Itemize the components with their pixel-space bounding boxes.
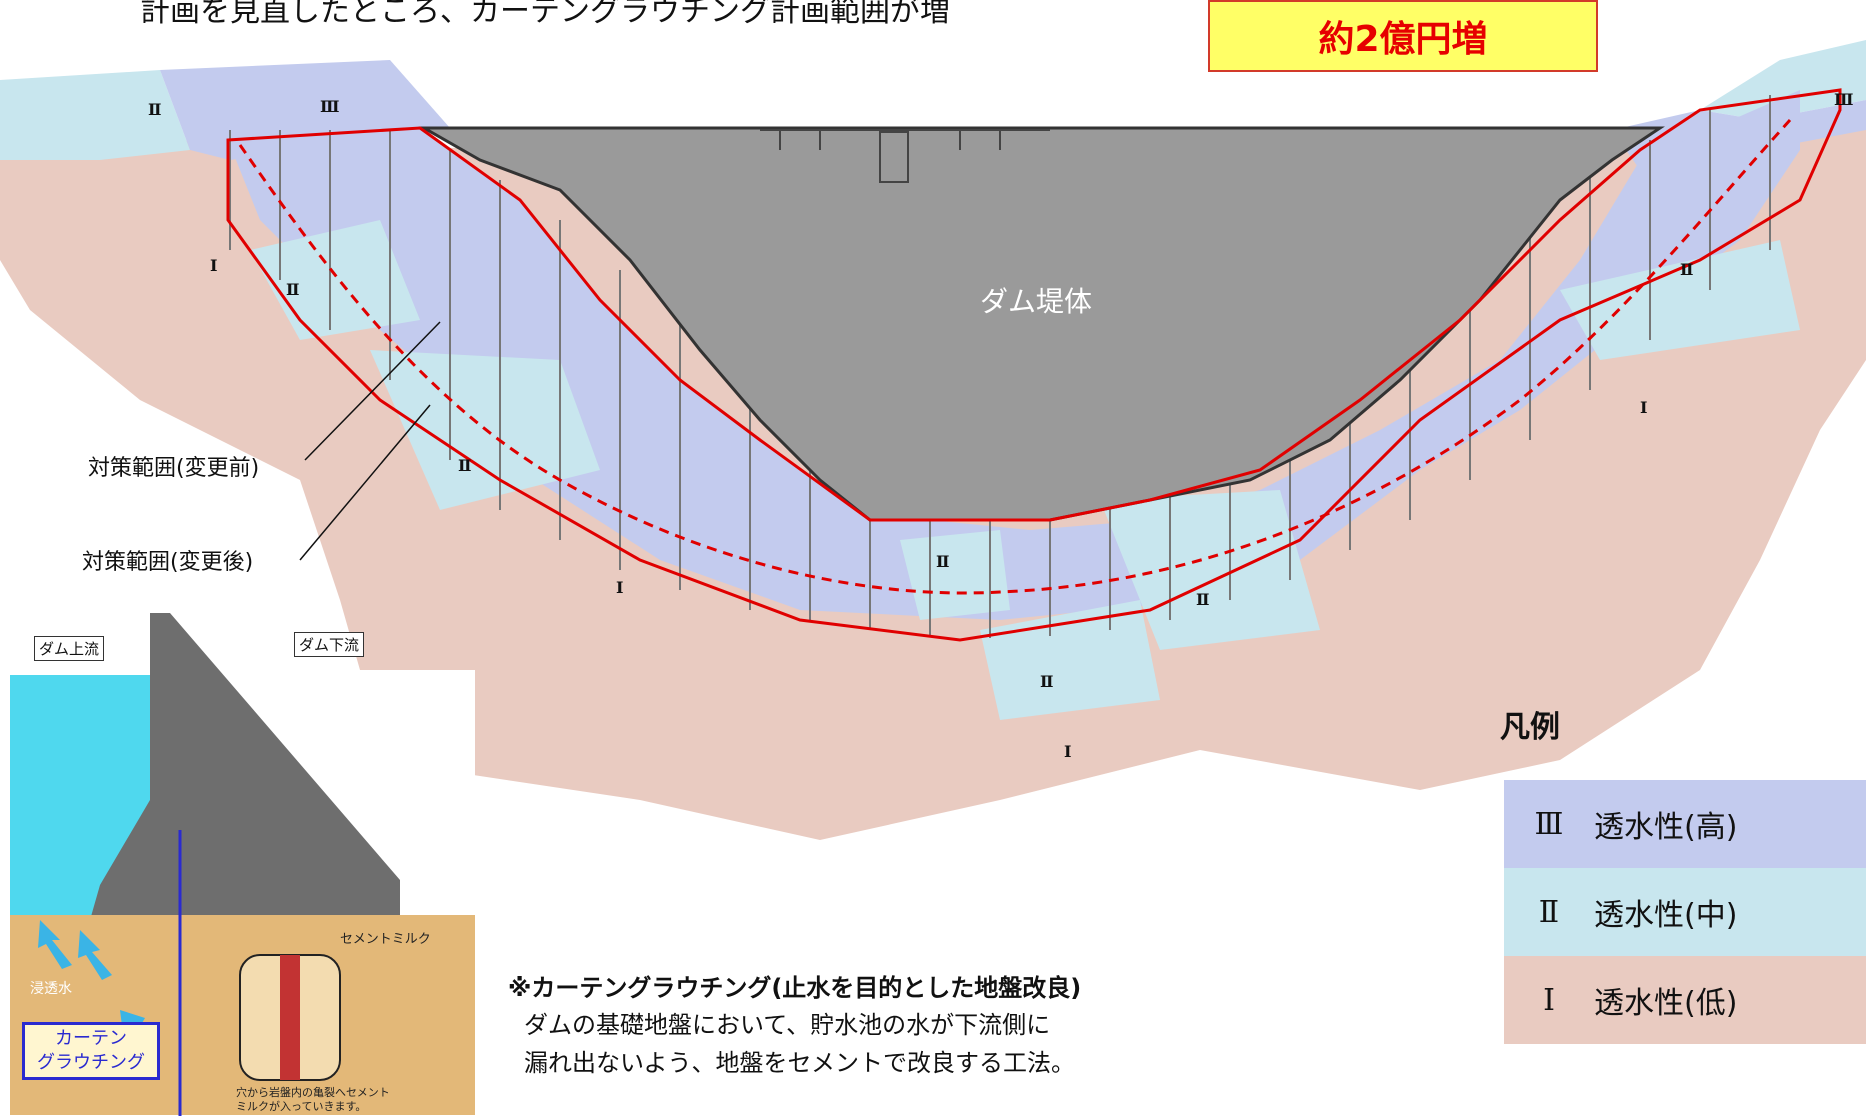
legend-symbol: Ⅱ xyxy=(1538,894,1560,930)
zone-ii-upper-right xyxy=(1700,40,1866,120)
curtain-line: グラウチング xyxy=(37,1052,145,1073)
zone-label: Ⅱ xyxy=(1680,260,1694,279)
legend-symbol: Ⅰ xyxy=(1543,982,1555,1018)
legend-item-low: Ⅰ 透水性(低) xyxy=(1504,956,1866,1044)
seepage-label: 浸透水 xyxy=(30,981,72,997)
boundary-after xyxy=(226,88,1842,642)
note-body: ダムの基礎地盤において、貯水池の水が下流側に 漏れ出ないよう、地盤をセメントで改… xyxy=(524,1006,1075,1082)
legend-symbol: Ⅲ xyxy=(1534,806,1564,842)
crest-structure xyxy=(760,129,1050,183)
cost-increase-badge: 約2億円増 xyxy=(1208,0,1598,72)
zone-label: Ⅲ xyxy=(320,97,340,116)
zone-ii-patch xyxy=(900,530,1010,620)
zone-label: Ⅱ xyxy=(1196,590,1210,609)
curtain-line: カーテン xyxy=(55,1028,127,1049)
inset-caption: 穴から岩盤内の亀裂へセメント ミルクが入っていきます。 xyxy=(236,1086,390,1114)
inset-caption-line: ミルクが入っていきます。 xyxy=(236,1100,367,1113)
zone-label: Ⅱ xyxy=(936,552,950,571)
zone-label: Ⅰ xyxy=(210,256,218,275)
callout-leaders xyxy=(299,321,441,561)
cement-milk-label: セメントミルク xyxy=(340,932,431,947)
zone-label: Ⅰ xyxy=(616,578,624,597)
legend-item-high: Ⅲ 透水性(高) xyxy=(1504,780,1866,868)
downstream-label: ダム下流 xyxy=(294,632,365,657)
zone-label: Ⅱ xyxy=(286,280,300,299)
zone-label: Ⅱ xyxy=(1040,672,1054,691)
zone-label: Ⅰ xyxy=(1640,398,1648,417)
inset-dam xyxy=(90,613,400,920)
boundary-before xyxy=(238,118,1792,595)
header-text: 計画を見直したところ、カーテングラウチング計画範囲が増 xyxy=(140,0,950,29)
zone-ii-upper-left xyxy=(0,70,190,160)
callout-before: 対策範囲(変更前) xyxy=(88,456,260,481)
note-line: 漏れ出ないよう、地盤をセメントで改良する工法。 xyxy=(524,1049,1076,1077)
zone-label: Ⅰ xyxy=(1064,742,1072,761)
legend-label: 透水性(中) xyxy=(1594,898,1738,933)
curtain-grouting-label: カーテン グラウチング xyxy=(22,1022,160,1080)
callout-after: 対策範囲(変更後) xyxy=(82,550,254,575)
inset-caption-line: 穴から岩盤内の亀裂へセメント xyxy=(236,1086,390,1099)
legend-label: 透水性(高) xyxy=(1594,810,1738,845)
zone-label: Ⅱ xyxy=(458,456,472,475)
legend-label: 透水性(低) xyxy=(1594,986,1738,1021)
legend-item-medium: Ⅱ 透水性(中) xyxy=(1504,868,1866,956)
zone-ii-patch xyxy=(1560,240,1800,360)
legend-title: 凡例 xyxy=(1500,710,1560,745)
upstream-label: ダム上流 xyxy=(34,636,105,661)
zone-label: Ⅱ xyxy=(148,100,162,119)
note-line: ダムの基礎地盤において、貯水池の水が下流側に xyxy=(524,1011,1051,1039)
note-title: ※カーテングラウチング(止水を目的とした地盤改良) xyxy=(508,974,1082,1002)
zone-label: Ⅲ xyxy=(1834,90,1854,109)
dam-body-label: ダム堤体 xyxy=(980,285,1093,318)
zone-ii-patch xyxy=(1100,490,1320,650)
grout-column xyxy=(280,955,300,1080)
